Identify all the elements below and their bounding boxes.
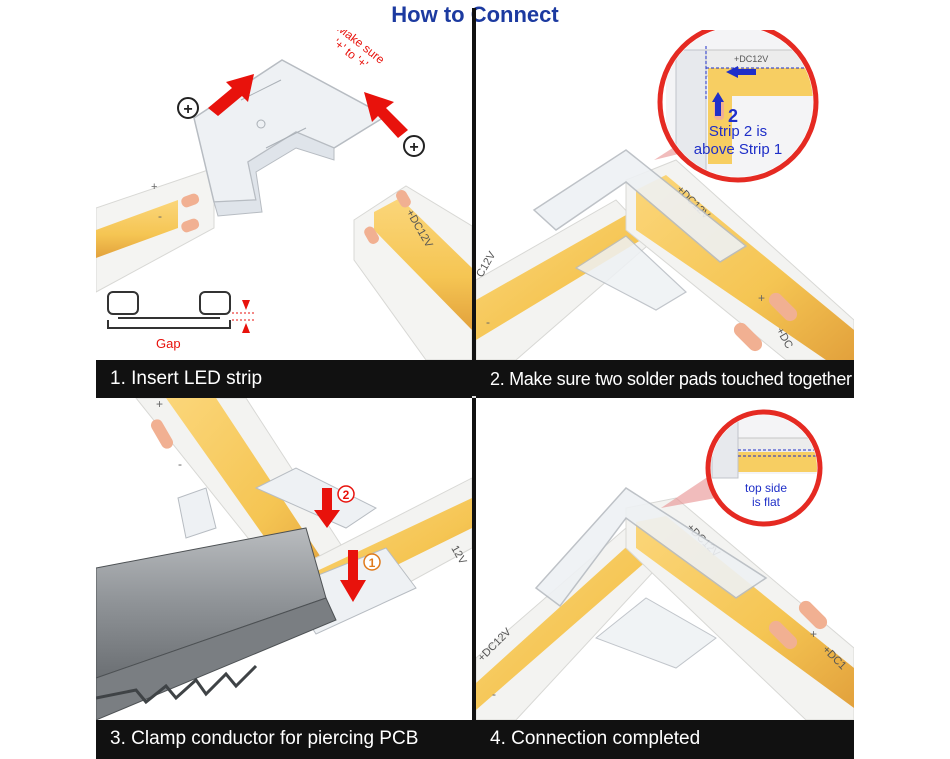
strip-plus: + bbox=[810, 627, 817, 641]
strip-minus: - bbox=[486, 315, 490, 329]
insert-arrow-right bbox=[364, 92, 408, 138]
plus-circle-left-icon: + bbox=[177, 97, 199, 119]
press-arrow-1: 1 bbox=[340, 550, 381, 602]
gap-label: Gap bbox=[156, 336, 181, 351]
strip-plus: + bbox=[758, 291, 765, 305]
step4-caption: 4. Connection completed bbox=[476, 720, 854, 759]
inset-text-line1: Strip 2 is bbox=[709, 123, 767, 140]
marker-1: 1 bbox=[369, 556, 376, 570]
step2-illustration: +DC C12V +DC12V + - +DC12V bbox=[476, 30, 854, 360]
step3-illustration: + - 12V 2 1 bbox=[96, 398, 472, 720]
divider-horizontal bbox=[96, 396, 854, 398]
svg-text:+DC12V: +DC12V bbox=[734, 54, 768, 64]
svg-text:+: + bbox=[409, 139, 418, 156]
insert-arrow-left bbox=[208, 74, 254, 116]
strip-minus: - bbox=[178, 457, 182, 471]
led-strip-right: +DC12V bbox=[353, 185, 472, 360]
press-arrow-2: 2 bbox=[314, 485, 355, 528]
inset-number: 2 bbox=[728, 106, 738, 126]
divider-vertical bbox=[472, 8, 476, 759]
step2-inset: +DC12V 2 Strip 2 is above Strip 1 bbox=[657, 30, 819, 183]
inset-text-line1: top side bbox=[745, 481, 787, 495]
svg-text:+: + bbox=[183, 101, 192, 118]
step2-caption: 2. Make sure two solder pads touched tog… bbox=[476, 360, 854, 398]
strip-minus-mark: - bbox=[158, 209, 162, 223]
strip-plus-mark: + bbox=[151, 181, 157, 193]
step1-caption: 1. Insert LED strip bbox=[96, 360, 472, 398]
step4-inset: top side is flat bbox=[705, 409, 823, 527]
inset-text-line2: above Strip 1 bbox=[694, 141, 782, 158]
marker-2: 2 bbox=[343, 488, 350, 502]
inset-text-line2: is flat bbox=[752, 495, 781, 509]
strip-plus: + bbox=[156, 398, 163, 411]
step4-illustration: +DC12V +DC12V +DC1 + - top side is flat bbox=[476, 398, 854, 720]
step1-illustration: + - +DC12V + bbox=[96, 30, 472, 360]
led-strip-left: + - bbox=[96, 167, 215, 293]
l-connector bbox=[193, 59, 388, 217]
pliers bbox=[96, 527, 337, 720]
plus-circle-right-icon: + bbox=[403, 135, 425, 157]
polarity-note: Make sure '+' to '+' bbox=[331, 30, 388, 71]
gap-diagram: Gap bbox=[107, 291, 256, 351]
strip-minus: - bbox=[492, 687, 496, 701]
step3-caption: 3. Clamp conductor for piercing PCB bbox=[96, 720, 472, 759]
